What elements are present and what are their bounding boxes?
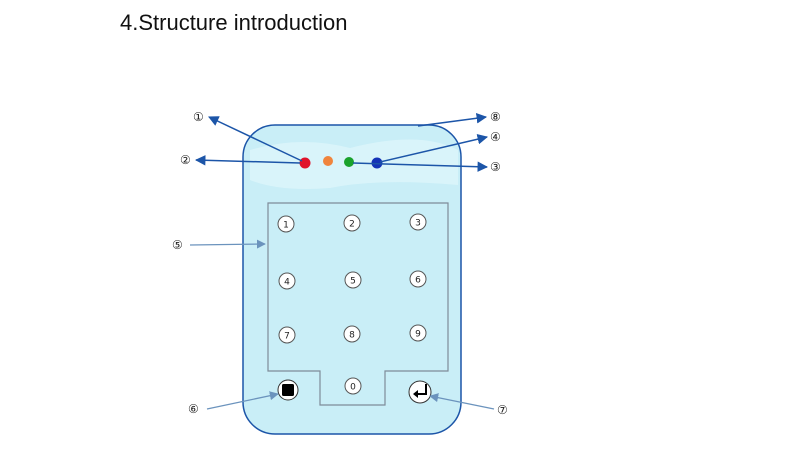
callout-2-arrow [194,155,301,166]
key-3-label: 3 [415,219,421,229]
key-1[interactable]: 1 [277,215,295,233]
enter-button[interactable] [408,380,432,404]
top-highlight [250,139,458,189]
key-0-label: 0 [350,383,356,393]
stop-icon [282,384,294,396]
callout-8-label: ⑧ [490,110,501,124]
key-7-label: 7 [284,332,290,342]
callout-5-arrow [189,239,266,249]
keypad-outline [267,202,449,406]
key-9-label: 9 [415,330,421,340]
key-1-label: 1 [283,221,289,231]
key-5-label: 5 [350,277,356,287]
key-4-label: 4 [284,278,290,288]
callout-7-arrow [429,393,495,410]
key-8-label: 8 [349,331,355,341]
callout-8-arrow [417,113,488,127]
red-indicator-light [299,157,311,169]
callout-3-label: ③ [490,160,501,174]
callout-6-arrow [206,391,279,410]
key-3[interactable]: 3 [409,213,427,231]
key-8[interactable]: 8 [343,325,361,343]
callout-5-label: ⑤ [172,238,183,252]
key-4[interactable]: 4 [278,272,296,290]
key-6[interactable]: 6 [409,270,427,288]
key-5[interactable]: 5 [344,271,362,289]
callout-1-arrow [208,116,303,162]
callout-7-label: ⑦ [497,403,508,417]
callout-2-label: ② [180,153,191,167]
orange-indicator-light [323,156,333,166]
key-0[interactable]: 0 [344,377,362,395]
green-indicator-light [344,157,354,167]
key-6-label: 6 [415,276,421,286]
callout-4-label: ④ [490,130,501,144]
callout-4-arrow [379,134,489,163]
key-2[interactable]: 2 [343,214,361,232]
stop-button[interactable] [277,379,299,401]
key-2-label: 2 [349,220,355,230]
callout-1-label: ① [193,110,204,124]
enter-icon [415,384,427,395]
key-9[interactable]: 9 [409,324,427,342]
callout-3-arrow [352,161,489,172]
callout-6-label: ⑥ [188,402,199,416]
page-title: 4.Structure introduction [120,10,348,35]
key-7[interactable]: 7 [278,326,296,344]
